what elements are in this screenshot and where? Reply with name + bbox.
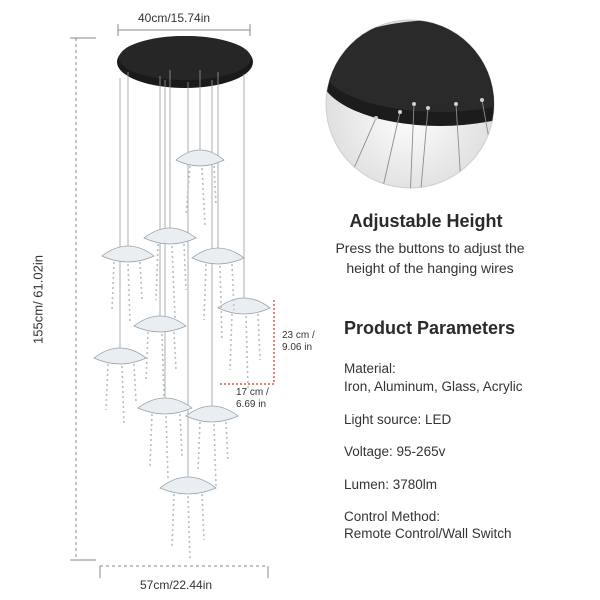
lumen: Lumen: 3780lm bbox=[344, 477, 438, 492]
canopy-zoom-view bbox=[325, 19, 495, 189]
vertical-spacing-label: 23 cm / 9.06 in bbox=[282, 330, 315, 353]
control-value: Remote Control/Wall Switch bbox=[344, 526, 512, 541]
bottom-width-label: 57cm/22.44in bbox=[140, 578, 213, 592]
voltage: Voltage: 95-265v bbox=[344, 444, 446, 459]
spacing-markers bbox=[220, 300, 275, 385]
height-label: 155cm/ 61.02in bbox=[30, 255, 46, 344]
feature-title: Adjustable Height bbox=[349, 211, 503, 231]
crystal-strands bbox=[105, 165, 261, 561]
top-width-dimension bbox=[117, 24, 251, 36]
parameters-title: Product Parameters bbox=[344, 318, 516, 338]
height-dimension bbox=[70, 37, 96, 561]
material-value: Iron, Aluminum, Glass, Acrylic bbox=[344, 379, 523, 394]
pendant-lamps bbox=[93, 149, 271, 495]
material-label: Material: bbox=[344, 361, 396, 376]
bottom-width-dimension bbox=[99, 565, 269, 578]
top-width-label: 40cm/15.74in bbox=[138, 11, 211, 25]
feature-description: Press the buttons to adjust the height o… bbox=[335, 240, 525, 276]
horizontal-spacing-label: 17 cm / 6.69 in bbox=[236, 387, 269, 410]
light-source: Light source: LED bbox=[344, 412, 452, 427]
control-label: Control Method: bbox=[344, 509, 441, 524]
